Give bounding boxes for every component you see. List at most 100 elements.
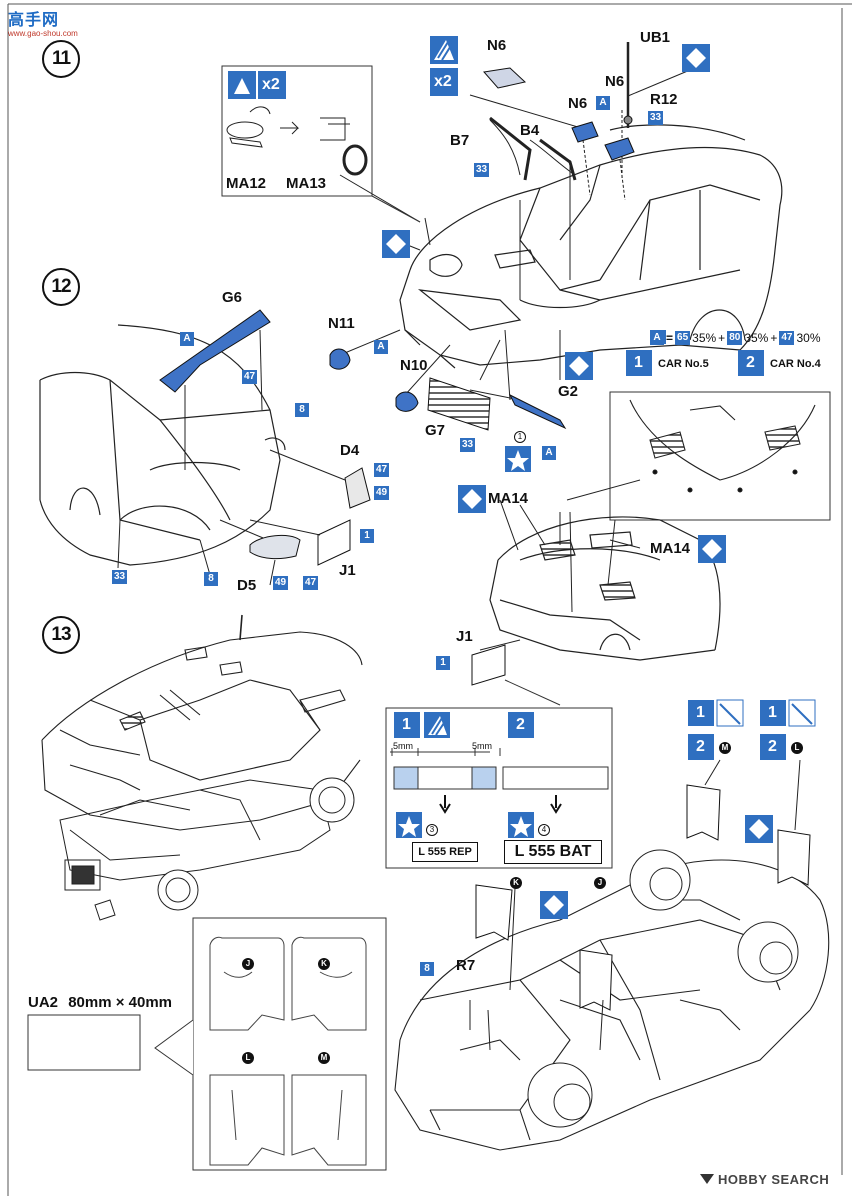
- ma12-ma13-detail: [226, 106, 368, 176]
- ua2-box: [27, 1014, 141, 1071]
- car-underside-step13: [394, 859, 830, 1151]
- mudflap-badge-j: J: [594, 877, 606, 889]
- paint-code-33: 33: [460, 438, 476, 452]
- g2-part: [508, 393, 567, 430]
- d5-light: [249, 534, 301, 560]
- diamond-inner: [386, 48, 769, 915]
- plate-margin: 5mm: [472, 741, 492, 751]
- hood-detail-box: [609, 391, 831, 521]
- part-label-d5: D5: [237, 577, 257, 594]
- part-label-r7: R7: [456, 957, 476, 974]
- paint-code-47: 47: [303, 576, 319, 590]
- mudflap-l: [777, 829, 811, 886]
- site-url: www.gao-shou.com: [8, 29, 78, 38]
- mix-percent: 35%: [744, 331, 769, 345]
- car-body-step11: [399, 124, 783, 369]
- paint-code-1: 1: [436, 656, 450, 670]
- j1-plate-12: [317, 519, 351, 566]
- paint-code-a: A: [596, 96, 610, 110]
- paint-code-33: 33: [474, 163, 490, 177]
- mudflap-j: [579, 949, 613, 1011]
- car-legend-car5: CAR No.5: [658, 358, 709, 370]
- part-label-g6: G6: [222, 289, 243, 306]
- plate-options-box: [385, 707, 613, 869]
- decal-number: 3: [426, 824, 438, 836]
- wiper-b7: [489, 116, 532, 181]
- part-label-ma12: MA12: [226, 175, 267, 192]
- wheel-front: [157, 869, 199, 911]
- part-label-j1: J1: [456, 628, 473, 645]
- sheet-letter-l: L: [242, 1052, 254, 1064]
- part-label-n6: N6: [605, 73, 625, 90]
- mix-code: 80: [727, 331, 743, 345]
- part-label-j1: J1: [339, 562, 356, 579]
- hobby-search-brand: HOBBY SEARCH: [718, 1172, 830, 1187]
- ua2-label: UA2 80mm × 40mm: [28, 995, 172, 1010]
- wheel-under-c: [629, 849, 691, 911]
- car-legend-car4: CAR No.4: [770, 358, 821, 370]
- part-label-ma13: MA13: [286, 175, 327, 192]
- paint-code-8: 8: [204, 572, 218, 586]
- paint-code-47: 47: [374, 463, 390, 477]
- n6-vent-front: [571, 121, 599, 143]
- mix-code: 47: [779, 331, 795, 345]
- step-13: 13: [42, 616, 80, 654]
- plate-margin: 5mm: [393, 741, 413, 751]
- wheel-under-b: [737, 921, 799, 983]
- part-label-g7: G7: [425, 422, 446, 439]
- quantity-x2: x2: [434, 73, 452, 90]
- mudflap-k: [475, 884, 513, 941]
- paint-code-a: A: [542, 446, 556, 460]
- underside-leaders: [469, 759, 801, 1051]
- part-label-g2: G2: [558, 383, 579, 400]
- paint-code-8: 8: [420, 962, 434, 976]
- g7-grille: [427, 377, 491, 431]
- mudflap-indicators: [688, 699, 816, 760]
- license-plate-rep: L 555 REP: [412, 842, 478, 862]
- n6-vent-rear: [604, 137, 635, 161]
- ua2-size: 80mm × 40mm: [68, 994, 173, 1011]
- part-label-b7: B7: [450, 132, 470, 149]
- step-12: 12: [42, 268, 80, 306]
- mudflap-badge-l: L: [791, 742, 803, 754]
- sheet-letter-k: K: [318, 958, 330, 970]
- site-watermark: 高手网 www.gao-shou.com: [8, 6, 78, 38]
- mix-percent: 35%: [692, 331, 717, 345]
- part-label-r12: R12: [650, 91, 678, 108]
- star-badges: [396, 446, 534, 838]
- license-plate-bat: L 555 BAT: [504, 840, 602, 864]
- paint-code-47: 47: [242, 370, 258, 384]
- decal-number: 1: [514, 431, 526, 443]
- mix-percent: 30%: [796, 331, 821, 345]
- n11-light: [329, 348, 351, 370]
- sheet-letter-m: M: [318, 1052, 330, 1064]
- hobby-search-logo: [700, 1174, 714, 1184]
- sheet-letter-j: J: [242, 958, 254, 970]
- plate-option-car4: 2: [516, 716, 525, 733]
- g6-wing: [159, 309, 271, 393]
- x2-badge-n6: [430, 36, 458, 96]
- mudflap-car-num: 1: [768, 704, 777, 721]
- part-label-d4: D4: [340, 442, 360, 459]
- mudflap-car-num: 1: [696, 704, 705, 721]
- paint-code-a: A: [374, 340, 388, 354]
- mudflap-car-num: 2: [696, 738, 705, 755]
- car-legend-num: 1: [634, 354, 643, 371]
- step12b-leaders: [479, 479, 641, 651]
- color-mix-legend: A = 65 35% + 80 35% + 47 30%: [650, 331, 821, 345]
- d4-light: [344, 467, 371, 509]
- wiper-b4: [539, 138, 577, 181]
- mudflap-badge-k: K: [510, 877, 522, 889]
- wheel-rear: [309, 777, 355, 823]
- part-label-b4: B4: [520, 122, 540, 139]
- x2-badge-ma: [228, 71, 286, 99]
- r12-antenna-base: [623, 115, 633, 125]
- part-label-n6: N6: [487, 37, 507, 54]
- quantity-x2: x2: [262, 76, 280, 93]
- part-label-n11: N11: [328, 315, 355, 332]
- j1-plate-13: [471, 644, 506, 686]
- paint-code-49: 49: [374, 486, 390, 500]
- hood-detail: [629, 399, 816, 493]
- wheel-under-a: [527, 1062, 593, 1128]
- car-body-step12: [39, 324, 286, 566]
